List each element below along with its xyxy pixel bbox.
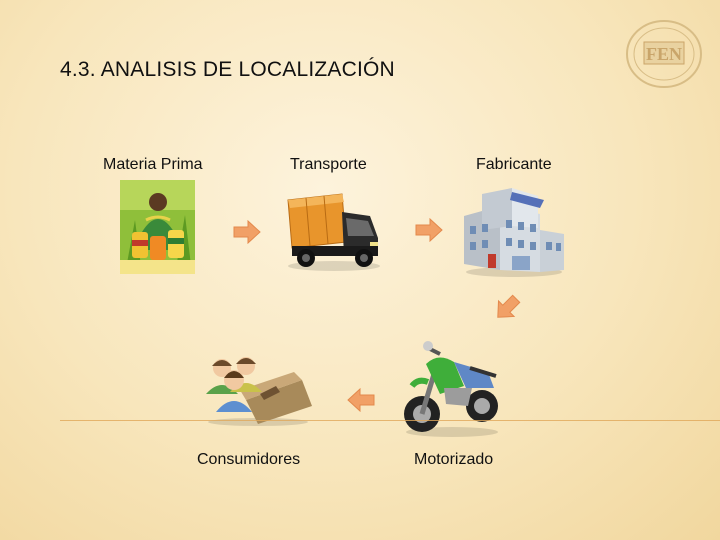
label-fabricante: Fabricante (476, 156, 552, 173)
fen-logo: FEN (626, 20, 702, 88)
label-materia-prima: Materia Prima (103, 156, 203, 173)
raw-material-photo-icon (120, 180, 195, 274)
page-title: 4.3. ANALISIS DE LOCALIZACIÓN (60, 58, 395, 81)
arrow-right-icon (415, 218, 443, 242)
arrow-left-icon (347, 388, 375, 412)
label-motorizado: Motorizado (414, 451, 494, 468)
factory-building-icon (464, 188, 564, 277)
label-transporte: Transporte (290, 156, 367, 173)
logo-text: FEN (646, 44, 682, 64)
consumers-icon (206, 357, 312, 426)
motorcycle-icon (404, 341, 498, 437)
label-consumidores: Consumidores (197, 451, 301, 468)
divider-line (60, 420, 720, 421)
truck-icon (287, 193, 380, 271)
arrow-right-icon (233, 220, 261, 244)
arrow-down-icon (497, 294, 521, 318)
